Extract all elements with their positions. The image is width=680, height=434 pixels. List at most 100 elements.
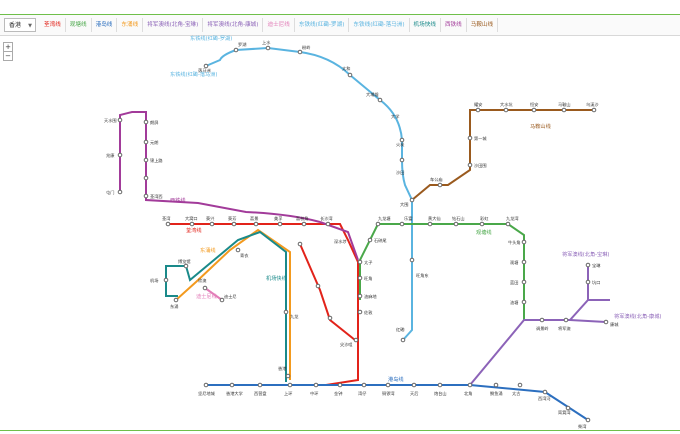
station-label-tsuen-wan: 荃湾 [162, 215, 170, 222]
station-label-ngau-tau-kok: 牛头角 [508, 239, 521, 246]
west-rail-line [119, 111, 321, 223]
station-label-tai-po-market: 大埔墟 [366, 91, 379, 98]
station-label-fo-tan: 火炭 [396, 142, 404, 148]
station-label-kam-sheung-road: 锦上路 [150, 157, 163, 164]
station-label-sham-shui-po: 深水埗 [334, 238, 347, 245]
station-label-choi-hung: 彩虹 [480, 215, 489, 222]
station-label-heng-on: 恒安 [530, 101, 538, 108]
line-label-east-rail-lmc: 东铁线(红磡-落马洲) [170, 70, 217, 78]
tsuen-wan-line [168, 223, 359, 386]
kwun-tong-line [359, 223, 542, 321]
station-label-lai-chi-kok: 荔枝角 [296, 215, 309, 222]
station-label-long-ping: 朗屏 [150, 119, 158, 126]
tab-line[interactable]: 马鞍山线 [467, 18, 499, 32]
station-label-prince-edward: 太子 [364, 259, 372, 266]
station-label-tai-wo-hau: 大窝口 [185, 215, 198, 222]
line-label-tsuen-wan: 荃湾线 [186, 226, 202, 234]
station-label-wong-tai-sin: 黄大仙 [428, 215, 441, 222]
station-label-hong-kong: 香港 [278, 365, 287, 372]
station-labels: 罗湖 落马洲 上水 粉岭 太和 大埔墟 大学 火炭 沙田 大围 旺角东 红磡 天… [104, 39, 619, 430]
tab-line[interactable]: 观塘线 [66, 18, 92, 32]
station-label-kwai-fong: 葵芳 [228, 215, 236, 222]
station-label-sai-ying-pun: 西营盘 [254, 390, 267, 397]
station-label-lok-fu: 乐富 [404, 215, 412, 222]
tab-line[interactable]: 东铁线(红磡-罗湖) [295, 18, 350, 32]
station-label-tai-shui-hang: 大水坑 [500, 101, 513, 108]
station-label-tsim-sha-tsui: 尖沙咀 [340, 341, 353, 348]
divider [0, 430, 680, 431]
station-label-tai-koo: 太古 [512, 390, 520, 397]
station-label-jordan: 佐敦 [364, 309, 373, 316]
station-label-central: 中环 [310, 390, 318, 397]
station-label-hung-hom: 红磡 [396, 326, 404, 333]
tab-line[interactable]: 东铁线(红磡-落马洲) [349, 18, 410, 32]
station-label-tsuen-wan-west: 荃湾西 [150, 193, 163, 200]
city-select-value: 香港 [9, 22, 22, 29]
city-select[interactable]: 香港 ▼ [4, 18, 36, 32]
tab-line[interactable]: 港岛线 [92, 18, 118, 32]
station-label-yuen-long: 元朗 [150, 139, 158, 146]
line-label-airport-express: 机场快线 [266, 274, 287, 282]
station-label-mei-foo: 美孚 [274, 215, 282, 222]
station-label-tuen-mun: 屯门 [106, 189, 114, 196]
line-label-tko-po-lam: 将军澳线(北角-宝琳) [562, 250, 609, 258]
station-label-kowloon: 九龙 [290, 313, 299, 320]
zoom-in-button[interactable]: + [5, 43, 11, 51]
station-label-university: 大学 [391, 113, 399, 120]
station-label-siu-hong: 兆康 [106, 152, 115, 159]
station-label-sha-tin: 沙田 [396, 170, 404, 176]
station-label-shek-kip-mei: 石硖尾 [374, 237, 387, 244]
station-label-north-point: 北角 [464, 390, 472, 397]
station-label-yau-tong: 油塘 [510, 299, 518, 306]
station-label-tsing-yi: 青衣 [240, 252, 249, 259]
station-label-kennedy-town: 坚尼地城 [198, 390, 216, 397]
station-label-lo-wu: 罗湖 [238, 41, 246, 48]
line-label-west-rail: 西铁线 [170, 196, 186, 204]
station-label-mong-kok-east: 旺角东 [416, 272, 429, 279]
station-label-causeway-bay: 铜锣湾 [382, 390, 395, 397]
station-label-shau-kei-wan: 筲箕湾 [558, 409, 571, 416]
line-name-labels: 荃湾线 观塘线 港岛线 东涌线 将军澳线(北角-宝琳) 将军澳线(北角-康城) … [170, 34, 661, 383]
tab-line[interactable]: 将军澳线(北角-宝琳) [143, 18, 204, 32]
line-tabs: 荃湾线 观塘线 港岛线 东涌线 将军澳线(北角-宝琳) 将军澳线(北角-康城) … [40, 18, 499, 32]
east-rail-line [235, 46, 413, 341]
station-label-hang-hau: 坑口 [592, 279, 600, 286]
station-label-tseung-kwan-o: 将军澳 [558, 325, 571, 332]
disney-line [204, 287, 223, 301]
zoom-control: + − [3, 42, 13, 61]
zoom-out-button[interactable]: − [5, 52, 11, 60]
divider [4, 51, 12, 52]
station-label-wu-kai-sha: 乌溪沙 [586, 101, 599, 108]
east-rail-branch [205, 49, 237, 67]
line-label-disney: 迪士尼线 [196, 292, 217, 300]
station-label-yau-ma-tei: 油麻地 [364, 293, 377, 300]
station-markers[interactable] [117, 45, 609, 423]
airport-express-line [165, 230, 287, 382]
tsuen-wan-south [299, 243, 356, 341]
tab-line[interactable]: 将军澳线(北角-康城) [203, 18, 264, 32]
station-label-chai-wan: 柴湾 [578, 423, 586, 430]
tab-line[interactable]: 迪士尼线 [263, 18, 295, 32]
tab-line[interactable]: 荃湾线 [40, 18, 66, 32]
tab-line[interactable]: 西铁线 [441, 18, 467, 32]
station-label-kowloon-tong: 九龙塘 [378, 215, 391, 222]
line-label-tung-chung: 东涌线 [200, 246, 216, 254]
station-label-lok-ma-chau: 落马洲 [198, 67, 211, 74]
station-label-ma-on-shan: 马鞍山 [558, 101, 571, 108]
station-label-cheung-sha-wan: 长沙湾 [320, 215, 333, 222]
station-label-sheung-shui: 上水 [262, 39, 271, 45]
station-label-tung-chung: 东涌 [170, 303, 178, 309]
station-label-kwun-tong: 观塘 [510, 259, 518, 266]
line-label-east-rail-lo-wu: 东铁线(红磡-罗湖) [190, 34, 232, 42]
station-label-tai-wai: 大围 [400, 201, 408, 208]
line-label-kwun-tong: 观塘线 [476, 228, 492, 236]
station-label-tai-wo: 太和 [342, 65, 350, 72]
toolbar: 香港 ▼ 荃湾线 观塘线 港岛线 东涌线 将军澳线(北角-宝琳) 将军澳线(北角… [0, 14, 680, 36]
tab-line[interactable]: 东涌线 [117, 18, 144, 32]
station-label-tin-hau: 天后 [410, 390, 418, 397]
station-label-kwai-hing: 葵兴 [206, 215, 214, 222]
station-label-po-lam: 宝琳 [592, 262, 601, 269]
station-label-lohas-park: 康城 [610, 321, 619, 328]
tab-line[interactable]: 机场快线 [410, 18, 441, 32]
